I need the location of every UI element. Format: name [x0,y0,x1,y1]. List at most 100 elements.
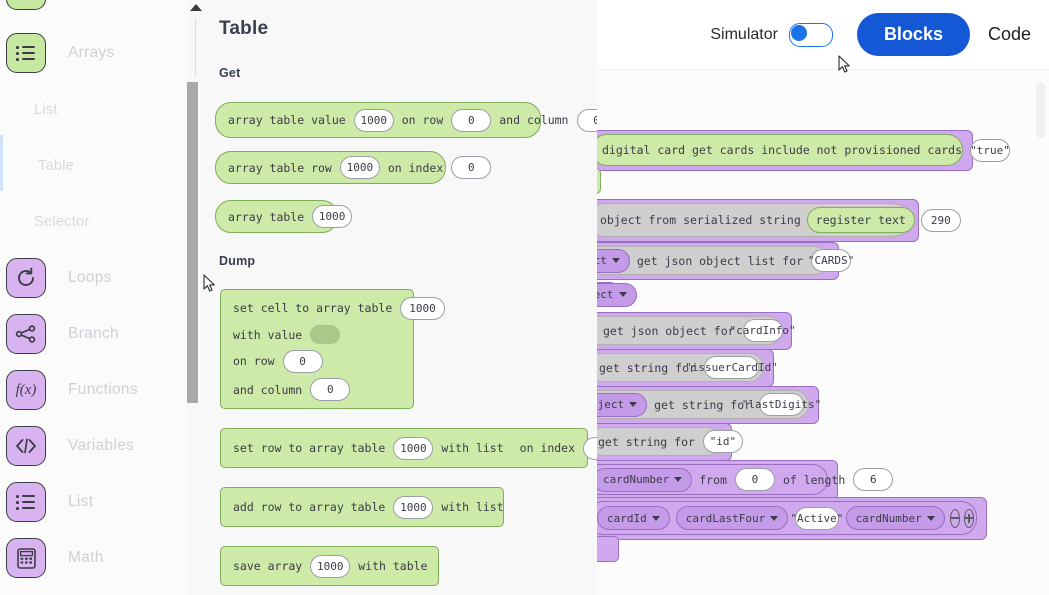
block-field[interactable]: 0 [734,468,775,491]
block-dropdown[interactable]: cardLastFour [675,506,789,530]
digital-card-get-cards-block[interactable]: digital card get cards include not provi… [597,134,1011,166]
block-text: get json object for [603,323,735,338]
cardnumber-from-length-block[interactable]: cardNumber from 0 of length 6 [597,464,894,495]
block-dropdown[interactable]: ject [597,282,637,307]
block-field[interactable]: "cardInfo" [729,319,796,342]
blocks-tab-button[interactable]: Blocks [856,13,970,56]
simulator-toggle[interactable] [788,22,833,47]
purple-stub-block[interactable] [597,536,619,562]
block-field[interactable]: "id" [702,430,743,453]
block-field[interactable]: 290 [920,208,961,232]
flyout-section-label: Dump [219,254,256,268]
get-json-object-for-cardinfo-block[interactable]: get json object for"cardInfo" [597,316,796,345]
block-field[interactable]: "issuerCardId" [685,356,778,379]
block-field[interactable]: 0 [310,378,351,402]
block-dropdown[interactable]: ect [597,248,630,273]
sidebar-item-list[interactable]: List [0,474,186,530]
code-tab-button[interactable]: Code [987,24,1031,44]
block-field[interactable]: 0 [282,349,323,373]
block-field[interactable]: 1000 [339,156,380,179]
block-field[interactable]: "CARDS" [808,249,854,272]
workspace-canvas[interactable]: digital card get cards include not provi… [597,70,1049,595]
block-dropdown[interactable]: bject [597,392,648,417]
block-text: of length [782,472,846,487]
block-field[interactable]: 0 [583,436,597,460]
block-text: on index [387,160,444,175]
block-field[interactable]: "lastDigits" [742,393,821,416]
sidebar-item-label: Branch [68,325,119,342]
chevron-down-icon [611,258,620,263]
array-table-row-block[interactable]: array table row 1000 on index 0 [215,151,492,184]
block-dropdown[interactable]: cardId [597,506,670,530]
dropdown-label: cardNumber [603,473,670,486]
sidebar-item-branch[interactable]: Branch [0,306,186,362]
workspace-header: Simulator Blocks Code [597,0,1049,70]
block-field[interactable]: 1000 [310,554,351,578]
get-string-for-lastdigits-block[interactable]: bjectget string for"lastDigits" [597,390,821,419]
block-field[interactable]: "Active" [790,506,843,530]
get-string-for-issuercardid-block[interactable]: get string for"issuerCardId" [597,353,778,382]
workspace-scrollbar-thumb[interactable] [1036,82,1045,138]
scroll-up-arrow-icon[interactable] [190,4,202,11]
sidebar-item-arrays[interactable]: Arrays [0,25,186,81]
code-icon [6,426,46,466]
block-field[interactable]: 0 [451,156,492,179]
sidebar-item-top[interactable] [0,0,186,18]
block-field[interactable]: 1000 [400,296,445,320]
block-field[interactable]: 1000 [393,495,434,519]
block-dropdown[interactable]: cardNumber [597,467,693,492]
block-field[interactable]: 6 [853,468,894,491]
empty-green-stub-block[interactable] [597,168,601,194]
block-text: from [699,472,727,487]
sidebar-item-math[interactable]: Math [0,530,186,586]
flyout-section-label: Get [219,66,241,80]
function-icon: f(x) [6,370,46,410]
object-dropdown-stub-block[interactable]: ject [597,282,637,307]
block-text: save array [233,559,303,573]
dropdown-label: ject [597,288,614,301]
dropdown-label: cardLastFour [685,511,766,525]
scroll-track-line [195,18,196,76]
sidebar-subitem-selector[interactable]: Selector [0,207,186,237]
blocks-workspace[interactable]: Simulator Blocks Code digital card get c… [597,0,1049,595]
loop-icon [6,258,46,298]
block-field[interactable]: "true" [970,138,1011,162]
block-text: array table row [228,160,332,175]
sidebar-item-loops[interactable]: Loops [0,250,186,306]
block-field[interactable]: 1000 [312,205,353,228]
block-text: array table value [228,113,346,127]
chevron-down-icon [629,402,638,407]
sidebar-subitem-table[interactable]: Table [0,151,186,181]
sidebar-item-variables[interactable]: Variables [0,418,186,474]
block-field[interactable]: 0 [576,108,597,132]
dropdown-label: bject [597,398,625,411]
sidebar-item-label: Arrays [68,44,115,61]
flyout-scrollbar-thumb[interactable] [187,82,198,403]
block-text: get string for [599,360,696,375]
sidebar-subitem-label: Table [38,158,75,174]
get-string-for-id-block[interactable]: get string for"id" [597,427,743,456]
nested-green-block[interactable]: register text [806,207,915,233]
sidebar-item-functions[interactable]: f(x)Functions [0,362,186,418]
block-input-slot[interactable] [310,325,341,345]
block-field[interactable]: 0 [451,108,492,132]
sidebar-item-label: Variables [68,437,135,454]
block-dropdown[interactable]: cardNumber [845,506,945,530]
block-field[interactable]: 1000 [393,436,434,460]
block-field[interactable]: 1000 [353,108,394,132]
mutator-minus-icon[interactable] [949,508,960,528]
block-text: set row to array table [233,441,386,455]
sidebar-subitem-list[interactable]: List [0,95,186,125]
sidebar-active-indicator [0,135,3,191]
card-fields-mutator-block[interactable]: cardId cardLastFour "Active"cardNumber [597,501,977,535]
mutator-plus-icon[interactable] [963,508,974,528]
